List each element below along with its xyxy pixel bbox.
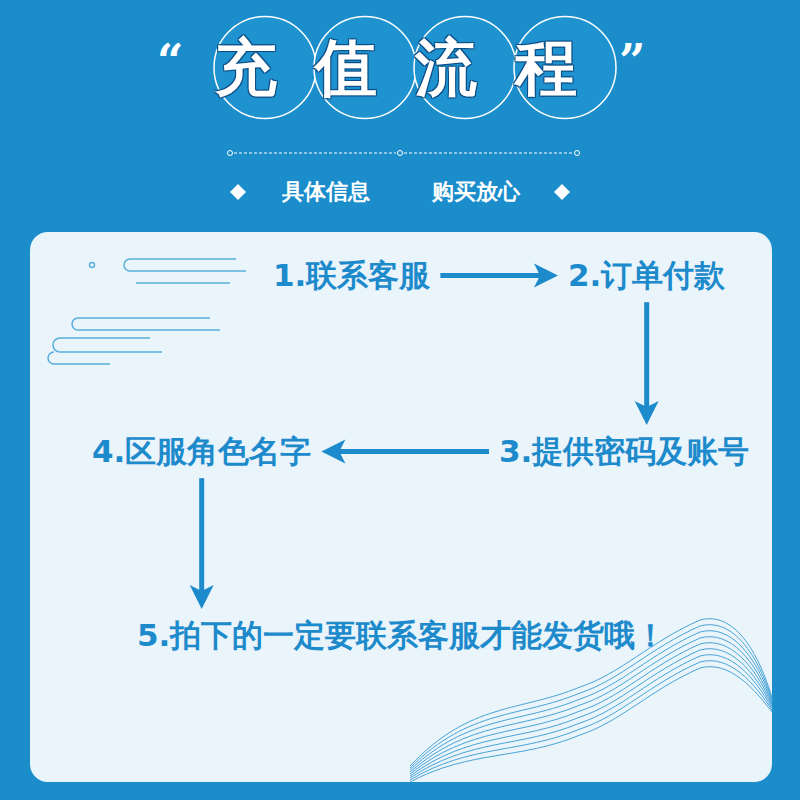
quote-mark: “ xyxy=(157,34,183,89)
dashed-divider xyxy=(228,151,580,156)
step-text: 3.提供密码及账号 xyxy=(493,429,755,474)
cloud-lines xyxy=(48,259,246,364)
flow-arrow xyxy=(440,264,558,288)
step-text: 2.订单付款 xyxy=(562,253,731,298)
flow-arrow xyxy=(635,302,659,425)
step-label: 1.联系客服 xyxy=(273,257,430,294)
step-label: 5.拍下的一定要联系客服才能发货哦！ xyxy=(137,617,666,654)
step-label: 2.订单付款 xyxy=(568,257,725,294)
flow-arrow xyxy=(190,478,214,609)
step-text: 5.拍下的一定要联系客服才能发货哦！ xyxy=(131,613,672,658)
step-text: 1.联系客服 xyxy=(267,253,436,298)
title: 充值流程 xyxy=(177,31,615,105)
flow-arrow xyxy=(321,440,489,464)
subtitle: 具体信息 xyxy=(282,179,370,205)
step-text: 4.区服角色名字 xyxy=(86,429,317,474)
step-label: 3.提供密码及账号 xyxy=(499,433,749,470)
panel xyxy=(30,232,772,782)
quote-mark: ” xyxy=(619,34,645,89)
subtitle: 购买放心 xyxy=(432,179,520,205)
step-label: 4.区服角色名字 xyxy=(92,433,311,470)
